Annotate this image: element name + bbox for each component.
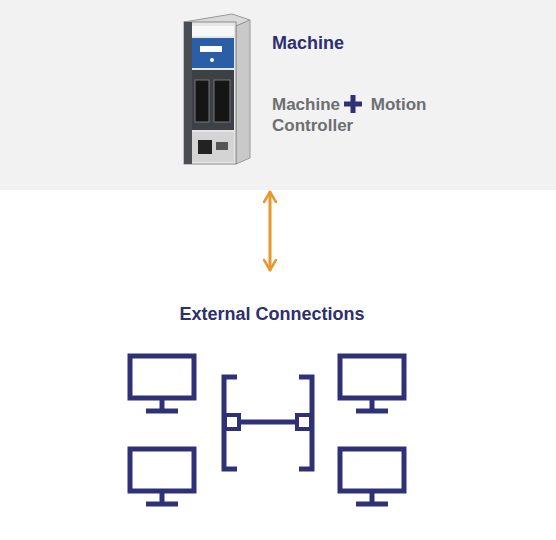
drive-edge	[184, 22, 192, 164]
monitor-screen	[340, 449, 404, 491]
monitor-neck	[370, 491, 375, 502]
network-port	[225, 415, 239, 429]
monitor-base	[146, 502, 178, 507]
network-bracket	[299, 377, 312, 469]
panel-heading: Machine	[272, 32, 344, 54]
drive-led	[210, 58, 214, 62]
network-port	[297, 415, 311, 429]
plus-bar	[344, 102, 362, 107]
network-icon	[130, 356, 404, 504]
section-heading: External Connections	[0, 303, 544, 325]
monitor-neck	[160, 491, 165, 502]
drive-side	[236, 20, 250, 164]
monitor-screen	[130, 449, 194, 491]
double-arrow	[269, 192, 272, 270]
monitor-neck	[370, 398, 375, 409]
drive-connector	[198, 140, 212, 154]
drive-label	[192, 26, 234, 36]
drive-stripe	[192, 38, 234, 68]
device-name: Machine	[272, 95, 340, 114]
drive-base	[192, 132, 234, 162]
name-line: Machine Motion Controller	[272, 94, 440, 136]
drive-front	[184, 22, 236, 164]
network-bracket	[224, 377, 237, 469]
drive-connector	[216, 142, 228, 150]
monitor-screen	[130, 356, 194, 398]
connections-zone: External Connections	[0, 272, 556, 540]
servo-drive-illustration	[184, 14, 250, 164]
network-link	[239, 420, 297, 425]
plus-symbol	[344, 95, 362, 113]
drive-panel	[192, 70, 234, 130]
monitor-neck	[160, 398, 165, 409]
monitor-base	[146, 409, 178, 414]
drive-port	[214, 80, 230, 122]
monitor-base	[356, 409, 388, 414]
drive-top	[184, 14, 250, 26]
monitor-screen	[340, 356, 404, 398]
machine-panel: Machine Motion ControllerMachine	[0, 0, 556, 190]
gap	[366, 95, 371, 114]
monitor-base	[356, 502, 388, 507]
drive-port	[195, 80, 209, 122]
drive-badge	[200, 46, 222, 52]
